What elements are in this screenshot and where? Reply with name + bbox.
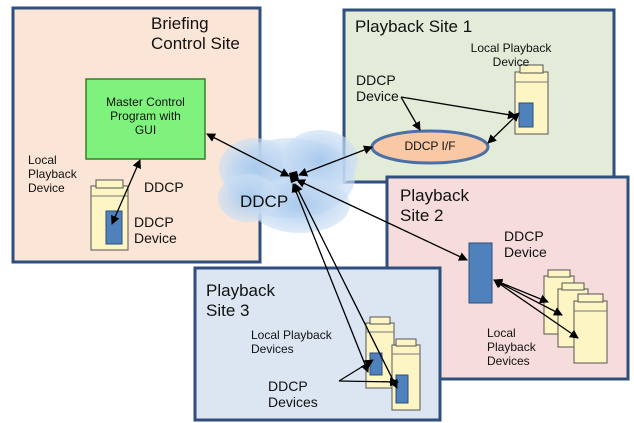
ddcp-cloud	[218, 130, 358, 233]
briefing-local-device-label: Local Playback Device	[28, 153, 77, 195]
briefing-site-title: Briefing Control Site	[151, 14, 240, 53]
site2-ddcp-device-label: DDCP Device	[504, 228, 547, 261]
connection-arrows	[111, 96, 579, 389]
site1-local-device-label: Local Playback Device	[470, 41, 552, 69]
site1-server-icon	[514, 64, 549, 135]
master-control-box	[85, 78, 206, 160]
site1-title: Playback Site 1	[355, 17, 473, 36]
briefing-server-icon	[90, 179, 129, 251]
site2-local-devices-label: Local Playback Devices	[487, 326, 536, 368]
master-control-label: Master Control Program with GUI	[106, 95, 185, 137]
site3-local-devices-label: Local Playback Devices	[251, 328, 332, 356]
site2-ddcp-device-icon	[468, 242, 493, 304]
briefing-ddcp-device-label: DDCP Device	[134, 214, 177, 247]
site3-title: Playback Site 3	[206, 281, 275, 320]
site2-title: Playback Site 2	[400, 186, 469, 225]
briefing-ddcp-label: DDCP	[144, 179, 184, 195]
cloud-ddcp-label: DDCP	[240, 192, 289, 211]
site3-ddcp-devices-label: DDCP Devices	[268, 378, 318, 411]
site1-ddcp-device-label: DDCP Device	[356, 72, 399, 105]
ddcp-if-label: DDCP I/F	[404, 139, 456, 153]
